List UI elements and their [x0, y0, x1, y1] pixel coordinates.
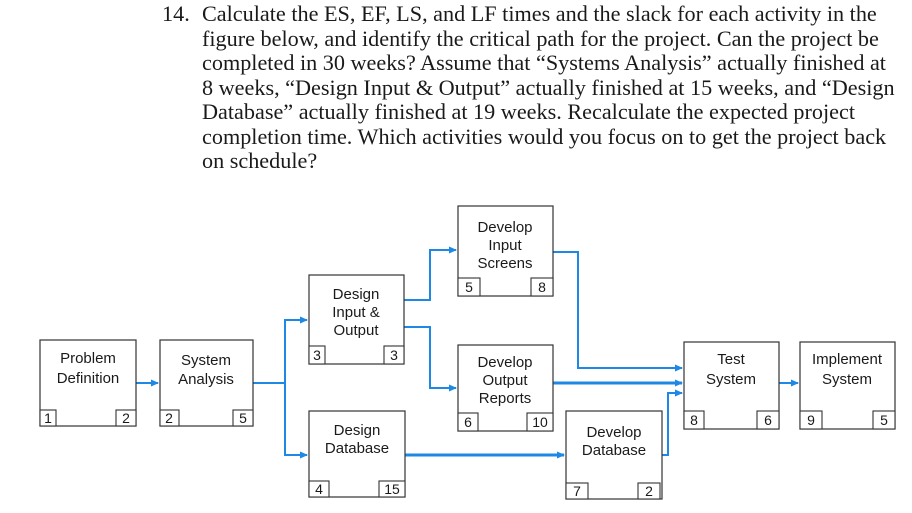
activity-left-number: 9 — [807, 412, 815, 428]
activity-implement-system: Implement System 9 5 — [799, 341, 896, 430]
activity-label: System — [706, 371, 756, 388]
activity-label: Database — [582, 442, 646, 459]
activity-label: Input — [488, 237, 522, 254]
question-line: on schedule? — [202, 148, 318, 173]
connector-design-io-to-input-screens — [404, 246, 457, 301]
question-number: 14. — [162, 1, 190, 26]
activity-system-analysis: System Analysis 2 5 — [159, 339, 254, 427]
question-line: 8 weeks, “Design Input & Output” actuall… — [202, 74, 895, 100]
activity-design-database: Design Database 4 15 — [308, 410, 406, 498]
activity-right-number: 5 — [880, 412, 888, 428]
activity-problem-definition: Problem Definition 1 2 — [39, 339, 137, 427]
activity-develop-database: Develop Database 7 2 — [565, 410, 663, 500]
activity-develop-input-screens: Develop Input Screens 5 8 — [457, 205, 554, 297]
connector-analysis-to-design-db — [253, 382, 308, 459]
activity-right-number: 8 — [538, 279, 546, 295]
question-line: completion time. Which activities would … — [202, 123, 887, 149]
activity-label: Test — [717, 351, 745, 368]
activity-right-number: 15 — [384, 481, 400, 497]
connector-input-screens-to-test — [553, 251, 683, 372]
activity-label: Output — [482, 372, 528, 389]
activity-test-system: Test System 8 6 — [683, 341, 780, 430]
question-line: figure below, and identify the critical … — [202, 25, 879, 51]
activity-label: Input & — [332, 304, 380, 321]
activity-label: Develop — [477, 354, 532, 371]
activity-left-number: 7 — [573, 483, 581, 499]
activity-label: Reports — [479, 390, 532, 407]
activity-right-number: 6 — [764, 412, 772, 428]
activity-left-number: 2 — [165, 410, 173, 426]
activity-label: Develop — [477, 219, 532, 236]
activity-left-number: 1 — [44, 410, 52, 426]
activity-label: Analysis — [178, 371, 234, 388]
activity-left-number: 4 — [315, 481, 323, 497]
question-line: completed in 30 weeks? Assume that “Syst… — [202, 50, 886, 75]
question-line: Database” actually finished at 19 weeks.… — [202, 99, 855, 124]
activity-label: Implement — [812, 351, 883, 368]
activity-left-number: 8 — [690, 412, 698, 428]
connectors — [136, 246, 799, 459]
activity-label: Screens — [477, 255, 532, 272]
activity-right-number: 2 — [645, 483, 653, 499]
activity-left-number: 5 — [465, 279, 473, 295]
activity-label: Database — [325, 440, 389, 457]
activity-label: System — [181, 352, 231, 369]
activity-label: Output — [333, 322, 379, 339]
activity-right-number: 2 — [122, 410, 130, 426]
activity-label: Design — [333, 286, 380, 303]
activity-label: Design — [334, 422, 381, 439]
activity-right-number: 5 — [239, 410, 247, 426]
activity-label: Develop — [586, 424, 641, 441]
activity-left-number: 6 — [464, 414, 472, 430]
activity-right-number: 3 — [390, 347, 398, 363]
activity-right-number: 10 — [532, 414, 548, 430]
activity-label: Definition — [57, 370, 120, 387]
activity-left-number: 3 — [313, 347, 321, 363]
activity-develop-output-reports: Develop Output Reports 6 10 — [457, 344, 554, 432]
activity-label: System — [822, 371, 872, 388]
connector-design-io-to-output-reports — [404, 326, 457, 392]
connector-analysis-to-design-io — [253, 316, 308, 384]
connector-develop-db-to-test — [662, 389, 683, 456]
activity-design-input-output: Design Input & Output 3 3 — [308, 274, 405, 365]
question-line: Calculate the ES, EF, LS, and LF times a… — [202, 1, 877, 26]
activity-label: Problem — [60, 350, 116, 367]
